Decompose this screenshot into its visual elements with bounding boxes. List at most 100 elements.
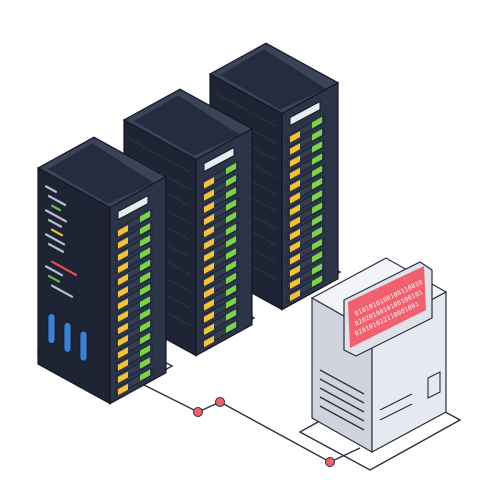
slot-led-yellow [204, 335, 214, 348]
front-panel-line [129, 138, 191, 173]
rack-left [36, 136, 168, 405]
tower-front-line-2 [379, 403, 413, 421]
vent-line [319, 387, 365, 413]
slot-led-green [312, 116, 322, 129]
status-line [44, 209, 68, 223]
slot-led-green [226, 175, 236, 187]
slot-led-green [312, 238, 322, 251]
status-line [47, 242, 65, 253]
slot-led-yellow [118, 261, 128, 274]
slot-led-yellow [204, 238, 214, 250]
slot-led-yellow [118, 310, 128, 322]
slot-led-yellow [118, 347, 128, 359]
slot-led-green [140, 332, 150, 345]
vent-line [319, 378, 365, 404]
slot-led-green [312, 263, 322, 275]
slot-led-yellow [118, 273, 128, 286]
slot-led-green [312, 129, 322, 141]
slot-led-yellow [118, 371, 128, 383]
rack-top-recess [134, 95, 240, 156]
slot-led-yellow [204, 299, 214, 311]
rack-handle [289, 100, 321, 127]
slot-led-yellow [204, 274, 214, 287]
vent-line [319, 405, 365, 431]
rack-front-face [37, 166, 111, 405]
tower-front-line-1 [379, 393, 413, 411]
slot-led-green [140, 284, 150, 296]
slot-led-green [140, 320, 150, 333]
slot-led-green [312, 251, 322, 263]
slot-led-green [312, 214, 322, 226]
rack-handle [117, 194, 149, 221]
slot-led-yellow [118, 298, 128, 310]
rack-top-recess [220, 49, 326, 110]
slot-led-yellow [118, 286, 128, 298]
slot-led-yellow [118, 322, 128, 335]
connector-dot-4 [325, 457, 335, 467]
slot-led-green [226, 223, 236, 236]
slot-led-yellow [290, 131, 300, 143]
status-line [44, 185, 58, 193]
status-line [50, 284, 74, 298]
slot-led-green [140, 223, 150, 235]
slot-led-green [226, 162, 236, 175]
slot-led-green [312, 153, 322, 165]
slot-led-yellow [290, 179, 300, 192]
slot-led-yellow [118, 237, 128, 249]
slot-led-yellow [290, 155, 300, 167]
slot-led-yellow [290, 277, 300, 289]
workstation-tower-icon: 0101010100100110010020201001010010010102… [310, 257, 448, 454]
slot-led-yellow [290, 289, 300, 302]
status-line [47, 194, 67, 206]
status-line [47, 218, 63, 228]
slot-led-yellow [290, 228, 300, 241]
connector-dot-3 [215, 397, 225, 407]
status-line [50, 204, 62, 212]
slot-led-yellow [118, 334, 128, 347]
slot-led-yellow [290, 240, 300, 253]
slot-led-green [226, 236, 236, 248]
slot-led-green [140, 271, 150, 284]
slot-led-green [226, 187, 236, 199]
slot-led-yellow [204, 213, 214, 226]
rack-top-recess [48, 143, 154, 204]
slot-led-green [226, 211, 236, 224]
slot-led-green [140, 247, 150, 259]
slot-led-green [312, 190, 322, 202]
slot-led-yellow [290, 253, 300, 265]
slot-led-green [226, 284, 236, 297]
rack-handle [203, 146, 235, 173]
status-line [44, 265, 64, 277]
slot-led-yellow [290, 192, 300, 204]
server-racks [36, 42, 340, 405]
blue-drive-bay [63, 321, 72, 353]
slot-led-yellow [118, 383, 128, 396]
slot-led-green [226, 248, 236, 260]
slot-led-green [312, 275, 322, 287]
slot-led-green [312, 141, 322, 153]
slot-led-green [140, 235, 150, 247]
slot-led-green [312, 226, 322, 239]
slot-led-green [140, 345, 150, 357]
blue-drive-bay [47, 313, 56, 344]
slot-led-green [312, 177, 322, 190]
slot-led-green [226, 297, 236, 309]
slot-led-yellow [204, 189, 214, 201]
slot-led-green [226, 199, 236, 211]
slot-led-green [140, 308, 150, 320]
tower-screen [348, 266, 426, 348]
slot-led-green [226, 272, 236, 285]
front-panel-line [215, 92, 277, 127]
slot-led-yellow [204, 250, 214, 262]
slot-led-green [312, 165, 322, 178]
status-line [50, 228, 64, 237]
slot-led-yellow [204, 323, 214, 335]
slot-led-yellow [290, 143, 300, 155]
tower-vents [319, 369, 365, 431]
vent-line [319, 396, 365, 422]
slot-led-green [140, 296, 150, 308]
slot-led-yellow [204, 201, 214, 213]
slot-led-green [140, 210, 150, 223]
connector-dot-2 [193, 407, 203, 417]
